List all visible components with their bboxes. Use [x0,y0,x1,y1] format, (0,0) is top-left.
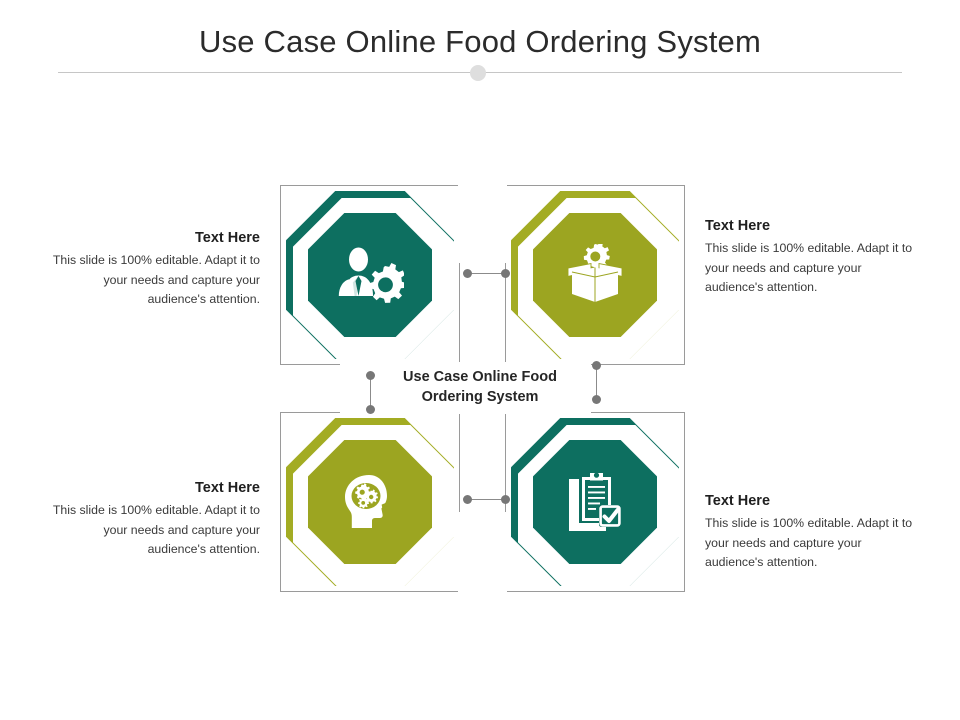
connector-dot-left-lower [366,405,375,414]
connector-right-vertical [596,365,597,399]
text-block-body: This slide is 100% editable. Adapt it to… [705,516,913,570]
text-block-body: This slide is 100% editable. Adapt it to… [705,241,913,295]
connector-bottom-horizontal [468,499,506,500]
frame-notch [503,512,507,592]
connector-left-vertical [370,375,371,409]
connector-dot-bottom-left [463,495,472,504]
quadrant-bottom-left[interactable] [280,410,462,592]
connector-dot-top-left [463,269,472,278]
text-block-bottom-right: Text Here This slide is 100% editable. A… [705,493,913,573]
clipboard-check-icon [566,471,624,533]
text-block-top-left: Text Here This slide is 100% editable. A… [52,230,260,310]
businessman-gear-icon [336,246,404,304]
text-block-heading: Text Here [705,493,771,509]
quadrant-top-right[interactable] [503,185,685,366]
text-block-body: This slide is 100% editable. Adapt it to… [52,253,260,307]
quadrant-octagon-fill [308,213,432,337]
page-title: Use Case Online Food Ordering System [199,24,761,59]
frame-notch [340,410,462,414]
connector-dot-left-upper [366,371,375,380]
text-block-body: This slide is 100% editable. Adapt it to… [52,503,260,557]
title-divider-node-icon [470,65,486,81]
connector-dot-right-upper [592,361,601,370]
text-block-heading: Text Here [194,230,260,246]
open-box-gear-icon [562,244,628,306]
connector-top-horizontal [468,273,506,274]
quadrant-octagon-fill [533,213,657,337]
connector-dot-bottom-right [501,495,510,504]
text-block-heading: Text Here [705,218,771,234]
center-label-line-2: Ordering System [421,388,539,405]
text-block-top-right: Text Here This slide is 100% editable. A… [705,218,913,298]
text-block-bottom-left: Text Here This slide is 100% editable. A… [52,480,260,560]
connector-dot-top-right [501,269,510,278]
connector-dot-right-lower [592,395,601,404]
quadrant-top-left[interactable] [280,185,462,366]
head-gears-icon [339,471,401,533]
frame-notch [505,362,591,366]
frame-notch [458,512,462,592]
frame-notch [458,185,462,263]
quadrant-octagon-fill [533,440,657,564]
text-block-heading: Text Here [194,480,260,496]
frame-notch [340,362,462,366]
center-label: Use Case Online Food Ordering System [365,368,595,407]
quadrant-octagon-fill [308,440,432,564]
center-label-line-1: Use Case Online Food [403,369,557,385]
frame-notch [503,185,507,263]
frame-notch [505,410,591,414]
quadrant-bottom-right[interactable] [503,410,685,592]
title-area: Use Case Online Food Ordering System [0,24,960,60]
